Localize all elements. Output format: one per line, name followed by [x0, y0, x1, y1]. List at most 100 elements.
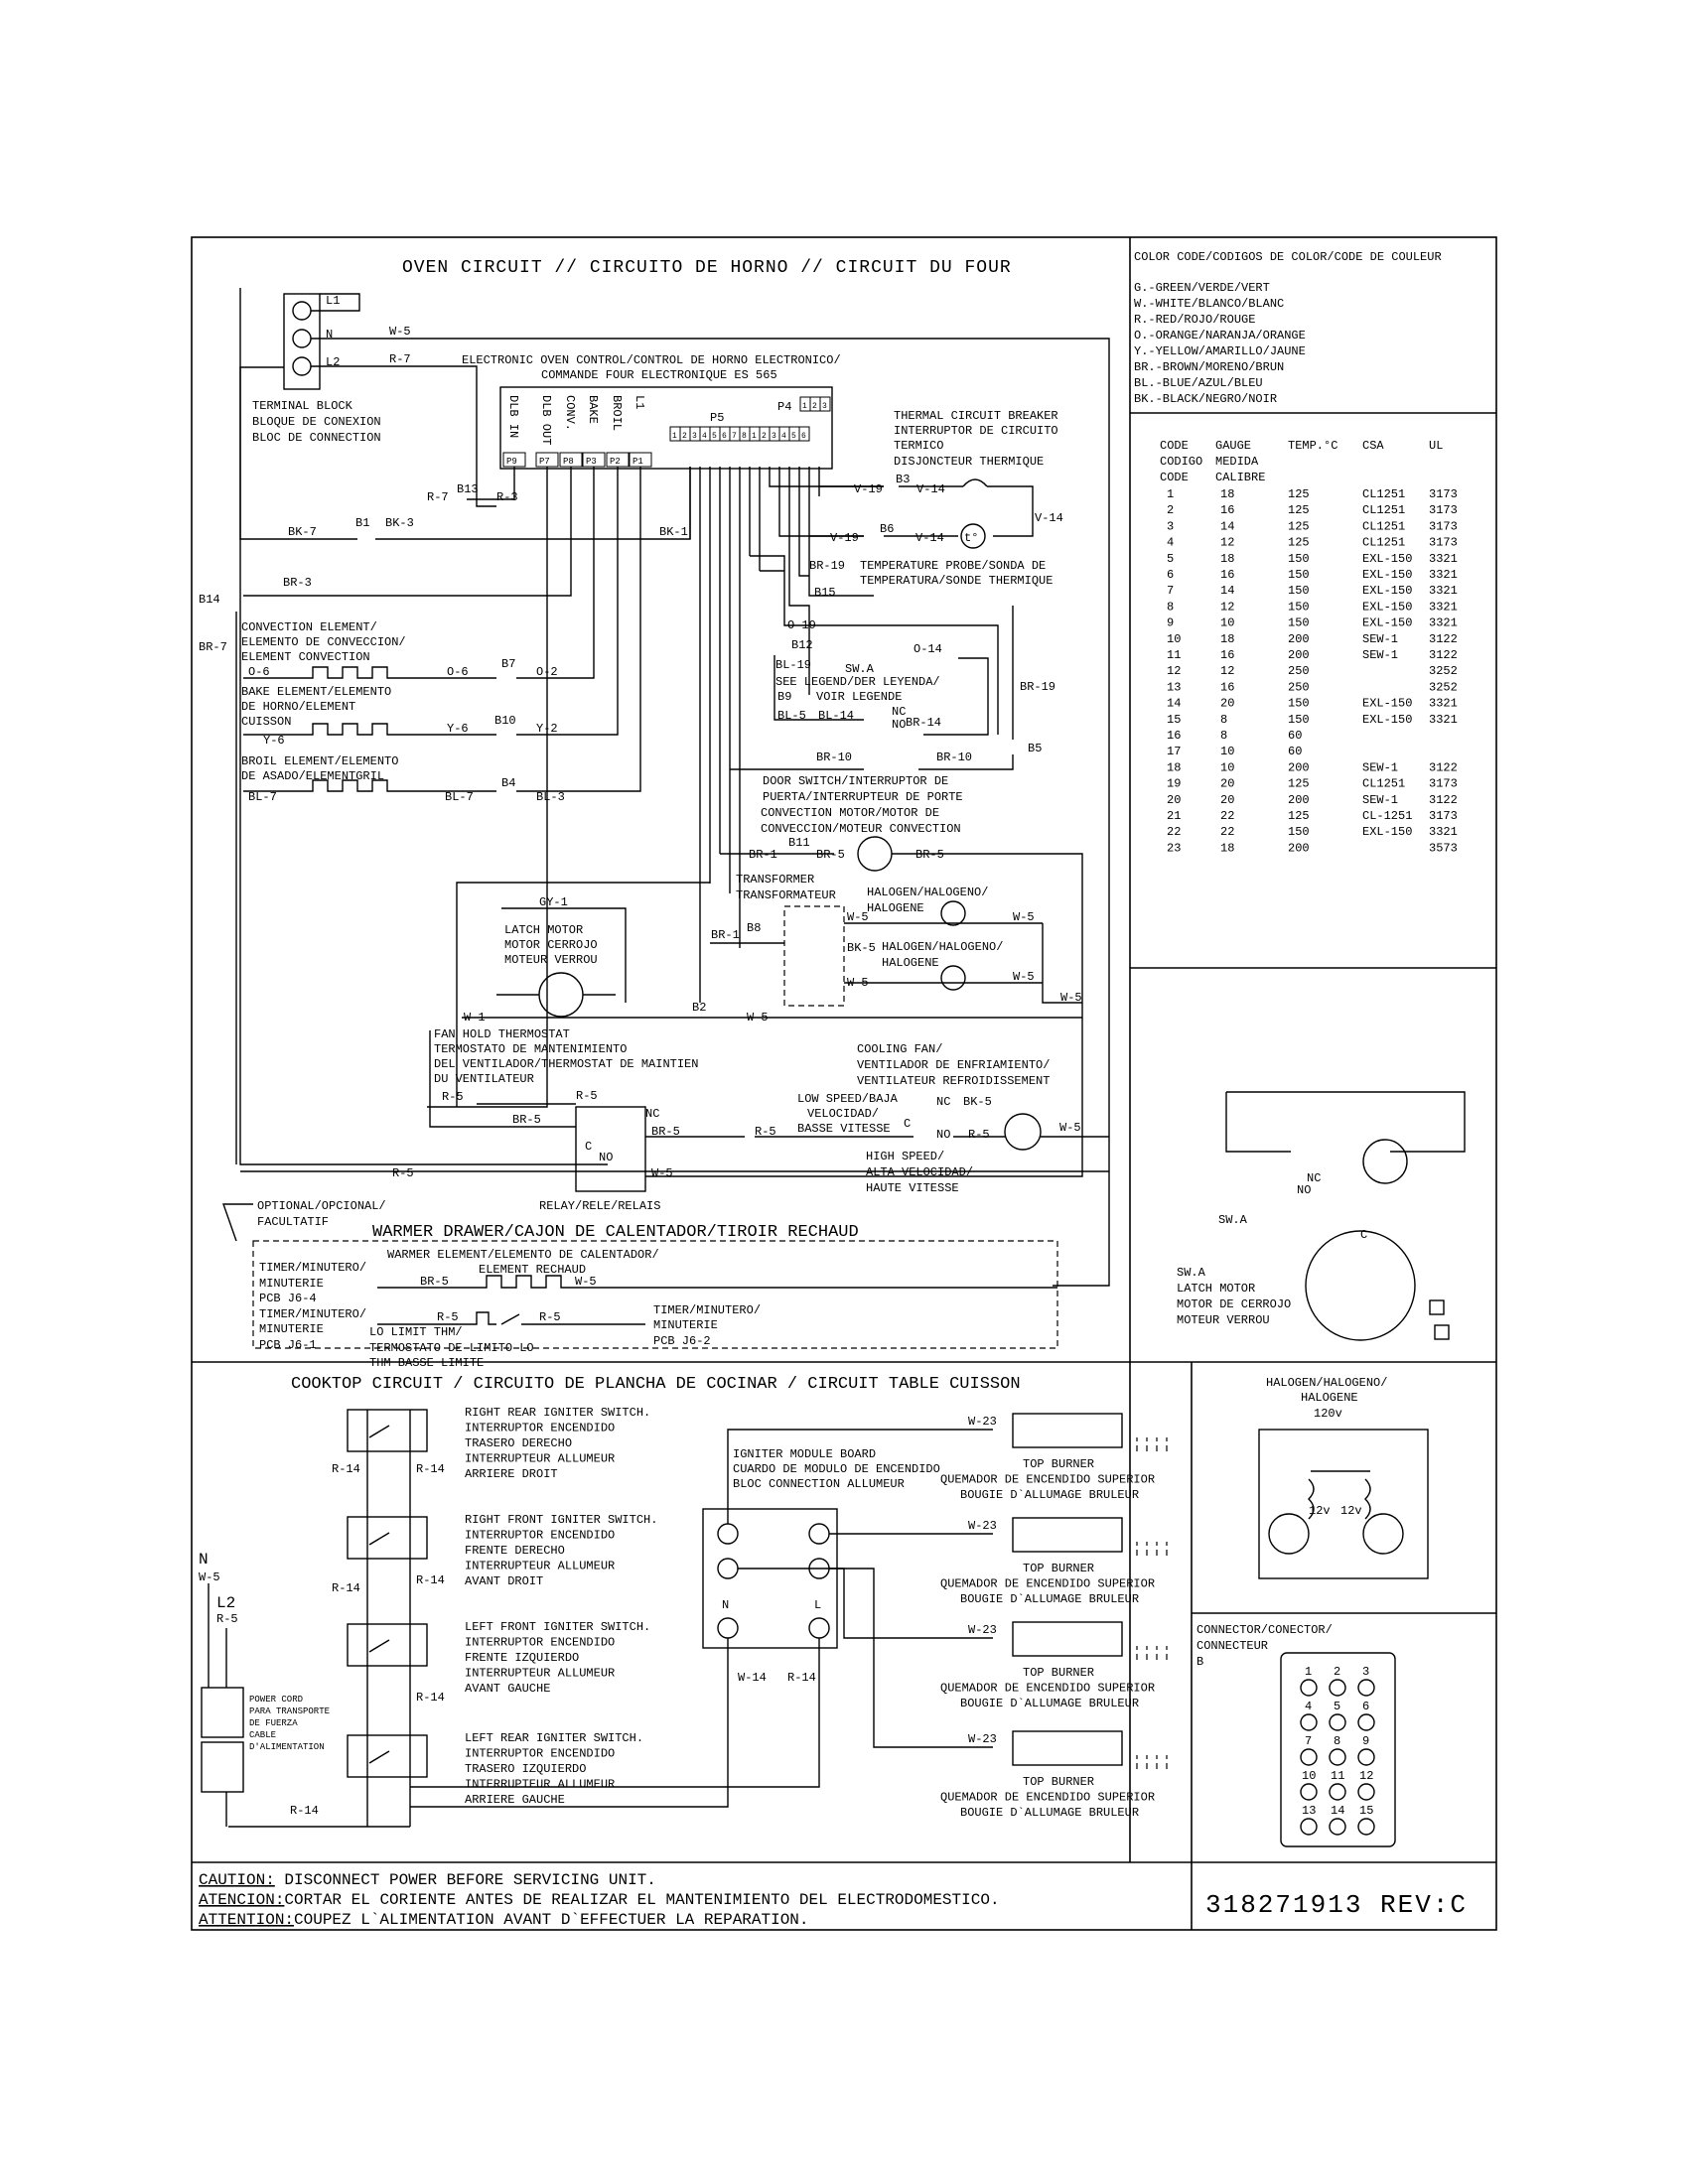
element-label: DE HORNO/ELEMENT [241, 700, 355, 714]
gauge-cell: 3321 [1429, 825, 1458, 839]
door-switch: DOOR SWITCH/INTERRUPTOR DE PUERTA/INTERR… [763, 774, 963, 804]
switch-a-block: O-19 B12 BL-19 SW.A O-14 SEE LEGEND/DER … [730, 555, 1055, 770]
cooktop-r14: R-14 [416, 1573, 445, 1587]
wire-label-v19: V-19 [854, 482, 883, 496]
caution-text: DISCONNECT POWER BEFORE SERVICING UNIT. [275, 1871, 656, 1889]
gauge-cell: 16 [1220, 648, 1234, 662]
gauge-cell: 16 [1220, 568, 1234, 582]
control-output-wires [243, 467, 884, 1108]
cooktop-r14: R-14 [290, 1804, 319, 1818]
gauge-cell: CL1251 [1362, 519, 1405, 533]
connector-label: CONNECTEUR [1196, 1639, 1268, 1653]
connector-pin-number: 10 [1302, 1769, 1316, 1783]
connector-pin-number: 5 [1334, 1700, 1340, 1713]
igniter-switch-label: LEFT FRONT IGNITER SWITCH. [465, 1620, 650, 1634]
wire-label-b2: B2 [692, 1001, 706, 1015]
power-cord-label: PARA TRANSPORTE [249, 1706, 330, 1716]
gauge-cell: 150 [1288, 584, 1310, 598]
gauge-cell: 14 [1220, 519, 1234, 533]
gauge-cell: 14 [1220, 584, 1234, 598]
p5-pin-box [798, 426, 810, 442]
module-l: L [814, 1598, 821, 1612]
low-speed-label: LOW SPEED/BAJA [797, 1092, 899, 1106]
gauge-cell: 16 [1220, 503, 1234, 517]
igniter-switch-box [347, 1409, 428, 1452]
p5-pin: 1 [672, 432, 677, 441]
module-r14: R-14 [787, 1671, 816, 1685]
wire-label-bk1: BK-1 [659, 525, 688, 539]
warmer-box [252, 1240, 1058, 1349]
wire-label-br3: BR-3 [283, 576, 312, 590]
igniter-switch-label: INTERRUPTOR ENCENDIDO [465, 1747, 615, 1761]
conv-motor-symbol [857, 836, 893, 872]
relay-no: NO [599, 1151, 613, 1164]
wire-label-bl7: BL-7 [248, 790, 277, 804]
wire-label-bk7: BK-7 [288, 525, 317, 539]
wire-label-o14: O-14 [914, 642, 942, 656]
gauge-cell: 125 [1288, 536, 1310, 550]
control-function-label: DLB OUT [539, 395, 553, 445]
halogen-detail-lamp [1362, 1513, 1404, 1555]
warmer-limit: TERMOSTATO DE LIMITO LO [369, 1341, 534, 1355]
gauge-cell: 8 [1167, 600, 1174, 614]
control-p5-label: P5 [710, 411, 724, 425]
wire-label-r7: R-7 [389, 352, 411, 366]
wire-label-b1: B1 [355, 516, 369, 530]
warmer-y5b: R-5 [539, 1310, 561, 1324]
burner-wire-label: W-23 [968, 1623, 997, 1637]
cooktop-r5: R-5 [216, 1612, 238, 1626]
gauge-cell: CL1251 [1362, 503, 1405, 517]
gauge-cell: 3321 [1429, 600, 1458, 614]
gauge-cell: 12 [1220, 600, 1234, 614]
igniter-switch-label: INTERRUPTEUR ALLUMEUR [465, 1560, 615, 1573]
p5-pin: 5 [791, 432, 796, 441]
igniter-switch-label: LEFT REAR IGNITER SWITCH. [465, 1731, 643, 1745]
latch-detail-label: SW.A [1177, 1266, 1206, 1280]
connector-pin-number: 11 [1331, 1769, 1344, 1783]
terminal-block-label: TERMINAL BLOCK [252, 399, 353, 413]
power-cord-box-1 [201, 1687, 244, 1738]
gauge-cell: 10 [1220, 745, 1234, 758]
connector-pin [1329, 1679, 1346, 1697]
terminal-l2 [292, 356, 312, 376]
wire-label-br14: BR-14 [906, 716, 941, 730]
optional-label: FACULTATIF [257, 1215, 329, 1229]
relay: NC C NO BR-5 BR-5 W-5 R-5 RELAY/RELE/REL… [240, 1023, 1109, 1213]
oven-circuit-title: OVEN CIRCUIT // CIRCUITO DE HORNO // CIR… [402, 258, 1012, 278]
gauge-cell: 200 [1288, 841, 1310, 855]
burner-igniter [1012, 1621, 1123, 1657]
low-speed-label: VELOCIDAD/ [807, 1107, 879, 1121]
fan-c: C [904, 1117, 911, 1131]
power-cord-label: POWER CORD [249, 1695, 303, 1705]
module-terminal [808, 1617, 830, 1639]
gauge-cell: 3173 [1429, 809, 1458, 823]
igniter-switch-label: ARRIERE GAUCHE [465, 1793, 565, 1807]
power-cord-label: D'ALIMENTATION [249, 1742, 325, 1752]
gauge-cell: 17 [1167, 745, 1181, 758]
color-code-item: BR.-BROWN/MORENO/BRUN [1134, 360, 1284, 374]
gauge-cell: 200 [1288, 793, 1310, 807]
warmer-element-label: ELEMENT RECHAUD [479, 1263, 586, 1277]
wire-label-br7: BR-7 [199, 640, 227, 654]
gauge-cell: 250 [1288, 664, 1310, 678]
connector-pin [1329, 1748, 1346, 1766]
gauge-cell: EXL-150 [1362, 552, 1412, 566]
gauge-cell: 125 [1288, 519, 1310, 533]
latch-detail: NC NO C SW.A SW.A LATCH MOTOR MOTOR DE C… [1177, 1091, 1466, 1341]
connector-pin-number: 8 [1334, 1734, 1340, 1748]
wire-label-br1: BR-1 [749, 848, 777, 862]
cooktop-circuit: COOKTOP CIRCUIT / CIRCUITO DE PLANCHA DE… [199, 1375, 1168, 1828]
transformer-label: TRANSFORMER [736, 873, 814, 887]
igniter-switch-box [347, 1623, 428, 1667]
igniter-switch-box [347, 1734, 428, 1778]
warmer-title: WARMER DRAWER/CAJON DE CALENTADOR/TIROIR… [372, 1223, 859, 1242]
wire-label-no: NO [892, 718, 906, 732]
power-cord-box-2 [201, 1741, 244, 1793]
wire-label-v14c: V-14 [915, 531, 944, 545]
wire-label-r5b: R-5 [576, 1089, 598, 1103]
gauge-cell: 3252 [1429, 664, 1458, 678]
gauge-cell: 200 [1288, 760, 1310, 774]
optional-label: OPTIONAL/OPCIONAL/ [257, 1199, 386, 1213]
breaker-label: THERMAL CIRCUIT BREAKER [894, 409, 1058, 423]
gauge-cell: 3252 [1429, 680, 1458, 694]
